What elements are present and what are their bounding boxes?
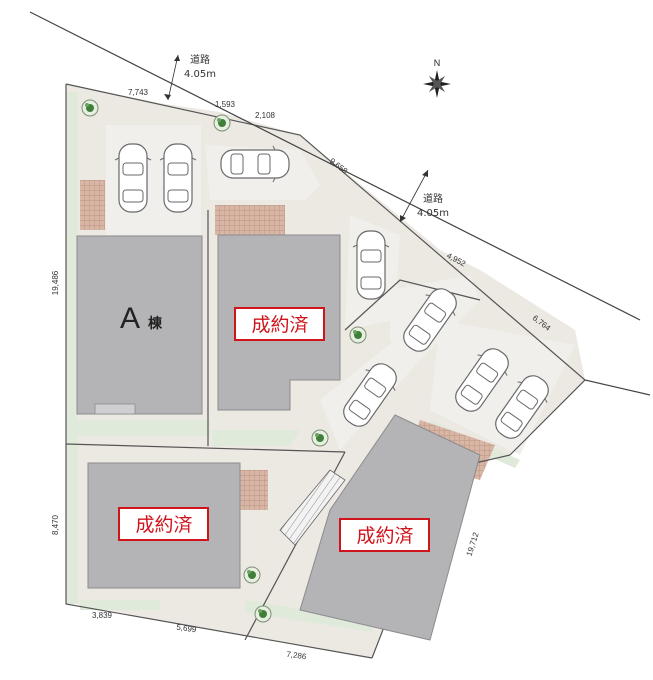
stairs — [279, 469, 346, 546]
road-label: 道路 — [190, 53, 210, 66]
building-a-label: A 棟 — [120, 302, 163, 335]
dim-19486: 19,486 — [51, 270, 60, 295]
tree-icon — [213, 114, 231, 132]
road-width: 4.05m — [184, 69, 216, 80]
sold-badge-b: 成約済 — [234, 307, 325, 341]
dim-2108: 2,108 — [255, 111, 276, 120]
tree-icon — [254, 605, 272, 623]
compass-label: N — [434, 58, 441, 68]
sold-badge-c: 成約済 — [118, 507, 209, 541]
tree-icon — [349, 326, 367, 344]
dim-7286: 7,286 — [286, 650, 308, 662]
road-width-2: 道路 4.05m — [399, 169, 449, 223]
road-edges — [29, 11, 651, 396]
building-a-suffix: 棟 — [148, 315, 163, 332]
sold-text: 成約済 — [251, 314, 308, 336]
car-3 — [220, 145, 290, 183]
compass: N — [423, 58, 451, 98]
tree-icon — [311, 429, 329, 447]
building-a — [76, 235, 203, 415]
dim-7743: 7,743 — [128, 88, 149, 97]
building-a-porch — [94, 403, 136, 415]
dim-3839: 3,839 — [92, 611, 113, 620]
sold-text: 成約済 — [135, 514, 192, 536]
tree-icon — [243, 566, 261, 584]
car-1 — [114, 143, 152, 213]
tree-icon — [81, 99, 99, 117]
sold-badge-d: 成約済 — [339, 518, 430, 552]
buildings — [76, 234, 481, 641]
car-4 — [352, 230, 390, 300]
dim-5699: 5,699 — [176, 623, 198, 635]
dim-8470: 8,470 — [51, 514, 60, 535]
road-width-1: 道路 4.05m — [164, 53, 216, 101]
car-2 — [159, 143, 197, 213]
road-label: 道路 — [423, 192, 443, 205]
road-width: 4.05m — [417, 208, 449, 219]
sold-text: 成約済 — [356, 525, 413, 547]
building-a-letter: A — [120, 302, 140, 335]
dim-19712: 19,712 — [465, 531, 481, 558]
dim-1593: 1,593 — [215, 100, 236, 109]
